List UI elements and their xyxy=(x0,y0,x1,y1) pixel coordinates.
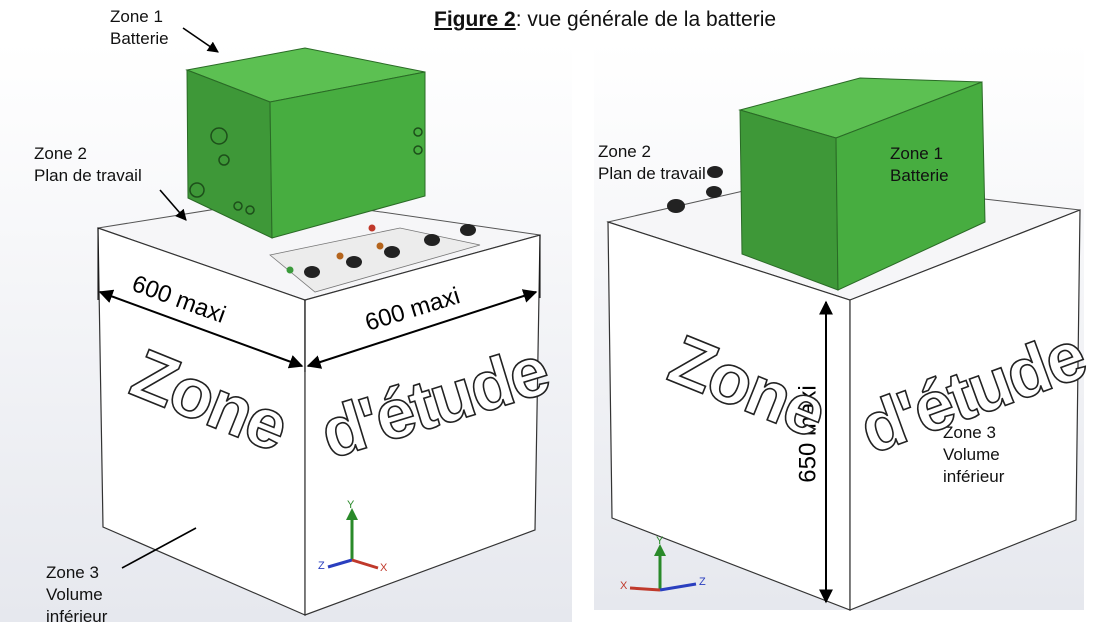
figure-title: Figure 2: vue générale de la batterie xyxy=(434,8,776,32)
left-zone1-label: Zone 1 Batterie xyxy=(110,6,169,50)
right-axis-triad xyxy=(629,544,697,592)
left-axis-y-label: Y xyxy=(347,499,355,511)
figure-caption: : vue générale de la batterie xyxy=(515,8,777,31)
led-icon xyxy=(336,252,344,260)
knob-icon xyxy=(667,199,685,213)
left-battery-right-face xyxy=(269,71,426,239)
left-zone3-label: Zone 3 Volume inférieur xyxy=(46,562,107,628)
right-view xyxy=(594,42,1084,611)
right-axis-z-label: Z xyxy=(699,576,706,588)
right-zone1-label: Zone 1 Batterie xyxy=(890,143,949,187)
connector-icon xyxy=(413,127,423,137)
right-zone2-line1: Zone 2 xyxy=(598,142,651,161)
left-zone1-line2: Batterie xyxy=(110,29,169,48)
led-icon xyxy=(368,224,376,232)
right-zone2-line2: Plan de travail xyxy=(598,164,706,183)
knob-icon xyxy=(346,256,362,268)
left-indicator-lights xyxy=(286,224,384,274)
x-axis-arrow xyxy=(629,586,661,592)
left-axis-triad xyxy=(327,508,379,570)
left-zone1-line1: Zone 1 xyxy=(110,7,163,26)
right-box-right-face xyxy=(849,209,1081,611)
knob-icon xyxy=(304,266,320,278)
y-axis-head xyxy=(346,508,358,520)
right-zone3-label: Zone 3 Volume inférieur xyxy=(943,422,1004,488)
left-zone3-line2: Volume xyxy=(46,585,103,604)
left-zone2-line1: Zone 2 xyxy=(34,144,87,163)
led-icon xyxy=(286,266,294,274)
led-icon xyxy=(376,242,384,250)
z-axis-arrow xyxy=(327,558,353,569)
connector-icon xyxy=(233,201,243,211)
knob-icon xyxy=(424,234,440,246)
right-knobs xyxy=(667,166,723,213)
left-zone3-line1: Zone 3 xyxy=(46,563,99,582)
right-zone1-line1: Zone 1 xyxy=(890,144,943,163)
left-view xyxy=(0,27,572,622)
left-zone3-line3: inférieur xyxy=(46,607,108,626)
connector-icon xyxy=(218,154,230,166)
right-zone3-line1: Zone 3 xyxy=(943,423,996,442)
left-axis-x-label: X xyxy=(380,562,388,574)
left-zone2-label: Zone 2 Plan de travail xyxy=(34,143,142,187)
knob-icon xyxy=(384,246,400,258)
knob-icon xyxy=(706,186,722,198)
left-dimension-line-right xyxy=(306,289,538,369)
right-zone2-label: Zone 2 Plan de travail xyxy=(598,141,706,185)
leader-line-zone3 xyxy=(121,527,197,569)
left-dimension-line-left xyxy=(98,289,304,369)
left-battery-details xyxy=(189,127,423,215)
leader-line-zone2 xyxy=(159,189,187,221)
connector-icon xyxy=(413,145,423,155)
left-zone2-line2: Plan de travail xyxy=(34,166,142,185)
knob-icon xyxy=(460,224,476,236)
right-axis-y-label: Y xyxy=(656,535,664,547)
connector-icon xyxy=(189,182,205,198)
right-zone3-line2: Volume xyxy=(943,445,1000,464)
leader-line-zone1 xyxy=(182,27,219,53)
x-axis-arrow xyxy=(351,558,379,570)
connector-icon xyxy=(245,205,255,215)
right-battery-right-face xyxy=(835,81,986,291)
right-axis-x-label: X xyxy=(620,580,628,592)
y-axis-head xyxy=(654,544,666,556)
left-knobs xyxy=(304,224,476,278)
right-zone3-line3: inférieur xyxy=(943,467,1005,486)
connector-icon xyxy=(210,127,228,145)
z-axis-arrow xyxy=(659,582,697,592)
figure-number: Figure 2 xyxy=(434,8,516,31)
knob-icon xyxy=(707,166,723,178)
right-zone1-line2: Batterie xyxy=(890,166,949,185)
left-axis-z-label: Z xyxy=(318,560,325,572)
